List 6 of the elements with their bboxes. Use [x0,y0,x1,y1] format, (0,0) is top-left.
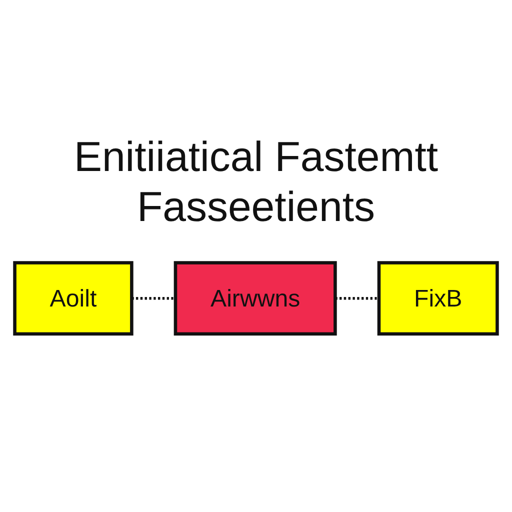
process-box: Airwwns [174,261,337,336]
connector [335,296,379,300]
connector [132,296,176,300]
process-box: FixB [377,261,499,336]
process-box: Aoilt [13,261,134,336]
diagram-title: Enitiiatical Fastemtt Fasseetients [72,132,440,232]
